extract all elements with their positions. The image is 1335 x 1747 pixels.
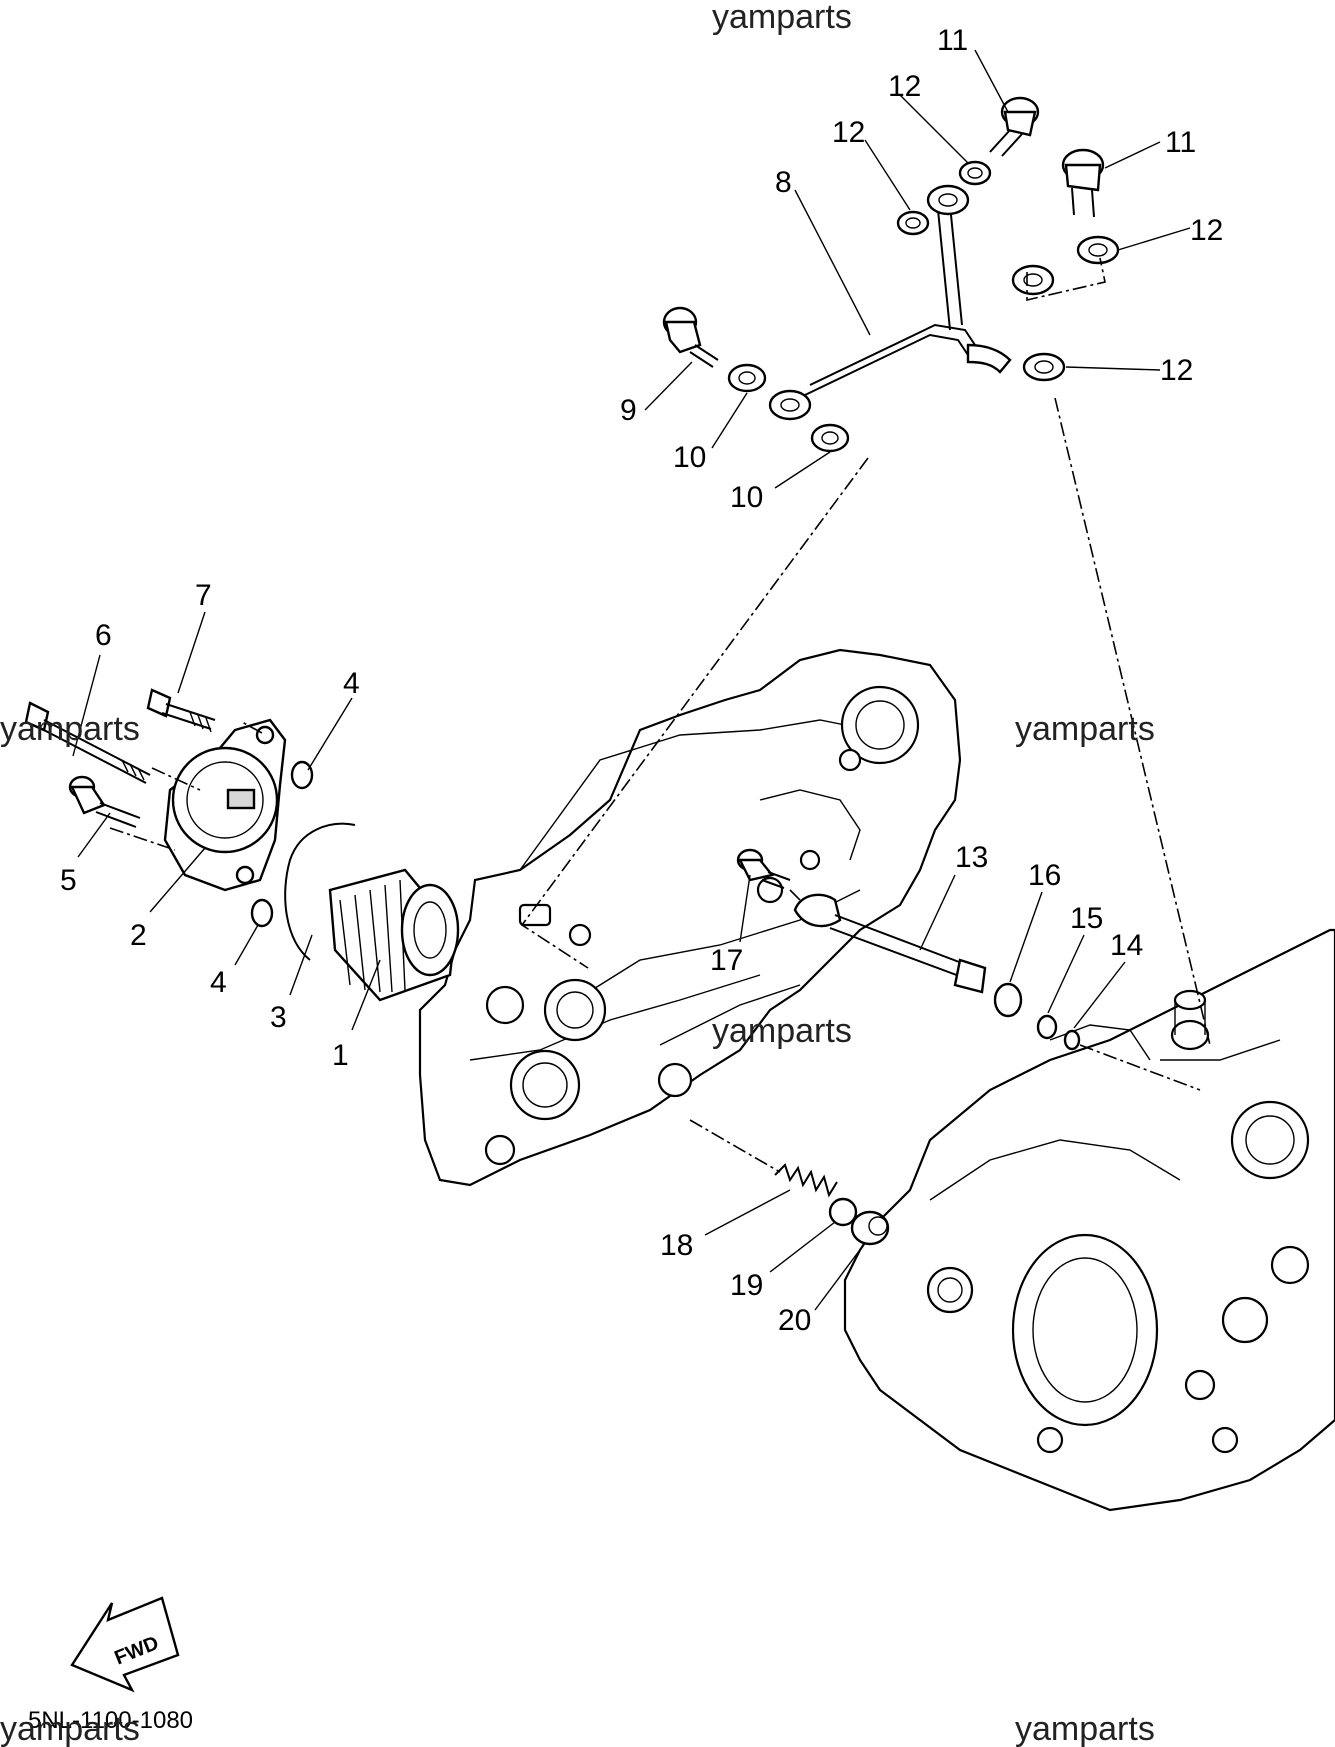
left-crankcase bbox=[418, 648, 962, 1187]
oil-filter-element-1 bbox=[328, 868, 460, 1002]
o-rings-4 bbox=[250, 760, 314, 928]
callout-15: 15 bbox=[1070, 902, 1103, 935]
callout-16: 16 bbox=[1028, 859, 1061, 892]
bolt-17 bbox=[736, 848, 791, 889]
watermark: yamparts bbox=[712, 1012, 852, 1050]
callout-4b: 4 bbox=[210, 966, 227, 999]
washers bbox=[727, 160, 1120, 453]
callout-13: 13 bbox=[955, 841, 988, 874]
watermarks: yamparts yamparts yamparts yamparts yamp… bbox=[0, 0, 1155, 1747]
callout-12b: 12 bbox=[832, 116, 865, 149]
o-rings-14-16 bbox=[993, 982, 1081, 1051]
spring-18 bbox=[774, 1163, 838, 1198]
callout-14: 14 bbox=[1110, 929, 1143, 962]
plug-20 bbox=[850, 1210, 890, 1246]
callouts: 1 2 3 4 4 5 6 7 8 9 10 10 11 11 12 12 12… bbox=[60, 24, 1223, 1337]
bolt-5 bbox=[68, 775, 141, 828]
callout-12a: 12 bbox=[888, 70, 921, 103]
o-ring-3 bbox=[284, 822, 356, 961]
oil-delivery-pipe-8 bbox=[768, 184, 1055, 421]
callout-17: 17 bbox=[710, 944, 743, 977]
diagram-code: 5NL-1100-1080 bbox=[28, 1707, 193, 1734]
alignment-lines bbox=[109, 257, 1211, 1173]
watermark: yamparts bbox=[712, 0, 852, 36]
callout-5: 5 bbox=[60, 864, 77, 897]
watermark: yamparts bbox=[1015, 1710, 1155, 1747]
callout-3: 3 bbox=[270, 1001, 287, 1034]
callout-2: 2 bbox=[130, 919, 147, 952]
callout-12c: 12 bbox=[1190, 214, 1223, 247]
forward-arrow-icon: FWD bbox=[70, 1596, 180, 1693]
watermark: yamparts bbox=[1015, 710, 1155, 748]
bolt-7 bbox=[146, 688, 216, 733]
union-bolt-11a bbox=[989, 96, 1040, 157]
bolt-6 bbox=[24, 701, 151, 784]
callout-11a: 11 bbox=[937, 24, 968, 57]
callout-19: 19 bbox=[730, 1269, 763, 1302]
leader-lines bbox=[72, 49, 1191, 1311]
union-bolt-9 bbox=[662, 306, 719, 368]
union-bolt-11b bbox=[1061, 148, 1105, 218]
callout-6: 6 bbox=[95, 619, 112, 652]
callout-1: 1 bbox=[332, 1039, 349, 1072]
callout-10b: 10 bbox=[730, 481, 763, 514]
right-crankcase bbox=[843, 928, 1335, 1512]
callout-11b: 11 bbox=[1165, 126, 1196, 159]
watermark: yamparts bbox=[0, 1710, 140, 1747]
callout-12d: 12 bbox=[1160, 354, 1193, 387]
callout-18: 18 bbox=[660, 1229, 693, 1262]
callout-20: 20 bbox=[778, 1304, 811, 1337]
ball-19 bbox=[828, 1197, 858, 1227]
callout-7: 7 bbox=[195, 579, 212, 612]
callout-10a: 10 bbox=[673, 441, 706, 474]
callout-8: 8 bbox=[775, 166, 792, 199]
callout-9: 9 bbox=[620, 394, 637, 427]
oil-filter-cover bbox=[163, 718, 287, 892]
callout-4a: 4 bbox=[343, 667, 360, 700]
watermark: yamparts bbox=[0, 710, 140, 748]
oil-strainer-13 bbox=[793, 893, 987, 994]
